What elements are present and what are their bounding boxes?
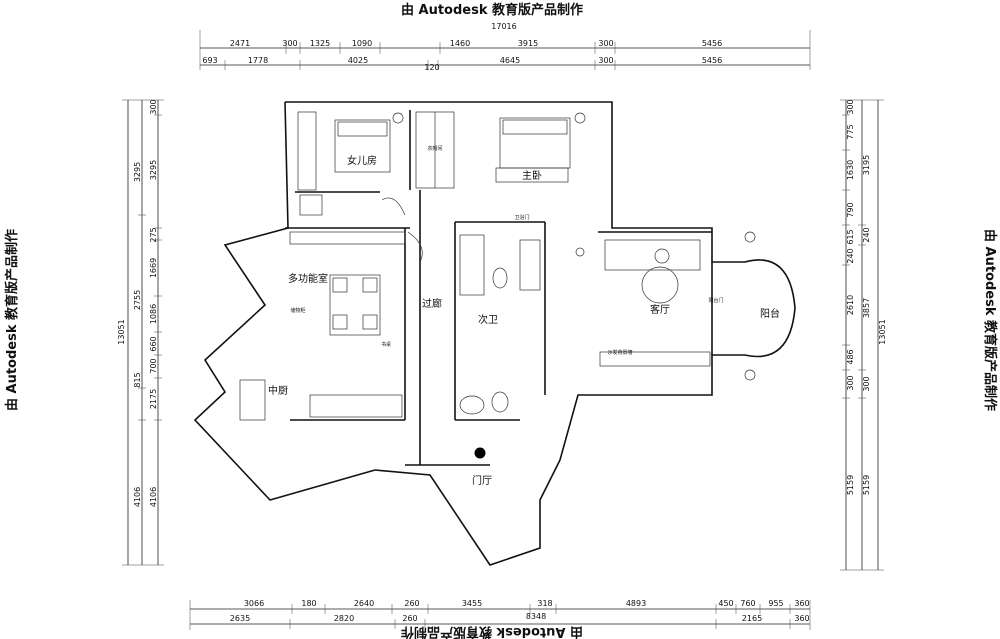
- dim-left-total: 13051: [117, 319, 126, 344]
- dim-top-r1-5: 3915: [518, 39, 538, 48]
- dim-bot-r1-1: 180: [301, 599, 316, 608]
- dim-right-inner-4: 615: [846, 229, 855, 244]
- dim-left-outer-0: 3295: [133, 162, 142, 182]
- dim-left-inner-2: 275: [149, 227, 158, 242]
- annotations: 衣帽间 卫浴门 储物柜 书桌 阳台门 沙发背景墙: [290, 145, 723, 356]
- walls: [193, 101, 796, 566]
- dim-bot-r1-10: 360: [794, 599, 809, 608]
- room-kitchen: 中厨: [268, 384, 288, 397]
- dim-top-total: 17016: [491, 22, 516, 31]
- entry-marker-dot: [474, 447, 486, 459]
- furniture: [239, 111, 756, 421]
- watermark-bottom: 由 Autodesk 教育版产品制作: [401, 624, 583, 639]
- dim-top-r1-7: 5456: [702, 39, 722, 48]
- dim-left-inner-5: 660: [149, 336, 158, 351]
- dim-right-inner-9: 5159: [846, 475, 855, 495]
- watermark-left: 由 Autodesk 教育版产品制作: [4, 229, 20, 411]
- dim-right-inner-5: 240: [846, 248, 855, 263]
- dim-left-inner-4: 1086: [149, 304, 158, 324]
- room-labels: 女儿房 主卧 多功能室 过廊 次卫 客厅 阳台 中厨 门厅: [268, 154, 780, 487]
- top-dimensions: 17016 2471 300 1325 1090 1460 3915 300 5…: [199, 22, 811, 72]
- dim-left-inner-3: 1669: [149, 258, 158, 278]
- dim-bot-r2-1: 2820: [334, 614, 354, 623]
- dim-left-inner-6: 700: [149, 358, 158, 373]
- room-corridor: 过廊: [422, 297, 442, 310]
- dim-top-r1-6: 300: [598, 39, 613, 48]
- dim-bot-r1-2: 2640: [354, 599, 374, 608]
- dim-top-r1-3: 1090: [352, 39, 372, 48]
- dim-left-inner-0: 300: [149, 99, 158, 114]
- dim-top-r1-0: 2471: [230, 39, 250, 48]
- dim-top-r1-2: 1325: [310, 39, 330, 48]
- dim-bot-r1-9: 955: [768, 599, 783, 608]
- label-desk: 书桌: [381, 341, 391, 348]
- watermark-right: 由 Autodesk 教育版产品制作: [982, 229, 998, 411]
- bottom-dimensions: 3066 180 2640 260 3455 318 4893 450 760 …: [189, 599, 811, 630]
- right-dimensions: 300 775 1630 790 615 240 2610 486 300 51…: [840, 99, 887, 571]
- dim-right-inner-8: 300: [846, 375, 855, 390]
- dim-right-inner-0: 300: [846, 99, 855, 114]
- dim-left-outer-3: 4106: [133, 487, 142, 507]
- room-foyer: 门厅: [472, 474, 492, 487]
- label-balcony-door: 阳台门: [708, 297, 723, 304]
- room-living: 客厅: [650, 303, 670, 316]
- dim-right-outer-3: 300: [862, 376, 871, 391]
- left-dimensions: 13051 3295 2755 815 4106 300 3295 275 16…: [117, 99, 164, 566]
- dim-top-r2-4: 4645: [500, 56, 520, 65]
- room-multifunction: 多功能室: [288, 272, 328, 285]
- dim-right-inner-1: 775: [846, 124, 855, 139]
- dim-bot-r1-5: 318: [537, 599, 552, 608]
- dim-bot-r1-8: 760: [740, 599, 755, 608]
- room-master: 主卧: [522, 169, 542, 182]
- dim-bot-r2-5: 360: [794, 614, 809, 623]
- room-daughter: 女儿房: [347, 154, 377, 167]
- label-closet: 衣帽间: [427, 145, 442, 152]
- dim-right-inner-7: 486: [846, 349, 855, 364]
- dim-top-r2-2: 4025: [348, 56, 368, 65]
- room-secondary-bath: 次卫: [478, 313, 498, 326]
- label-sofa-back: 沙发背景墙: [607, 349, 632, 356]
- dim-bot-r1-4: 3455: [462, 599, 482, 608]
- dim-right-outer-0: 3195: [862, 155, 871, 175]
- dim-left-inner-7: 2175: [149, 389, 158, 409]
- dim-top-r2-6: 5456: [702, 56, 722, 65]
- watermark-top: 由 Autodesk 教育版产品制作: [401, 2, 583, 18]
- room-balcony: 阳台: [760, 307, 780, 320]
- dim-bot-r2-2: 260: [402, 614, 417, 623]
- dim-left-outer-1: 2755: [133, 290, 142, 310]
- dim-right-outer-1: 240: [862, 227, 871, 242]
- dim-left-inner-1: 3295: [149, 160, 158, 180]
- dim-top-r1-4: 1460: [450, 39, 470, 48]
- dim-top-r1-1: 300: [282, 39, 297, 48]
- dim-top-r2-1: 1778: [248, 56, 268, 65]
- dim-top-r2-3: 120: [424, 63, 439, 72]
- dim-bot-r1-0: 3066: [244, 599, 264, 608]
- dim-bot-r2-0: 2635: [230, 614, 250, 623]
- dim-right-outer-4: 5159: [862, 475, 871, 495]
- dim-bot-r2-3: 8348: [526, 612, 546, 621]
- dim-left-outer-2: 815: [133, 372, 142, 387]
- dim-right-inner-2: 1630: [846, 160, 855, 180]
- dim-bot-r1-3: 260: [404, 599, 419, 608]
- label-bath-door: 卫浴门: [514, 214, 529, 221]
- label-cabinet: 储物柜: [290, 307, 305, 314]
- dim-right-total: 13051: [878, 319, 887, 344]
- dim-right-inner-6: 2610: [846, 295, 855, 315]
- dim-top-r2-5: 300: [598, 56, 613, 65]
- dim-top-r2-0: 693: [202, 56, 217, 65]
- dim-right-outer-2: 3857: [862, 298, 871, 318]
- dim-left-inner-8: 4106: [149, 487, 158, 507]
- dim-bot-r1-6: 4893: [626, 599, 646, 608]
- dim-bot-r1-7: 450: [718, 599, 733, 608]
- dim-bot-r2-4: 2165: [742, 614, 762, 623]
- dim-right-inner-3: 790: [846, 202, 855, 217]
